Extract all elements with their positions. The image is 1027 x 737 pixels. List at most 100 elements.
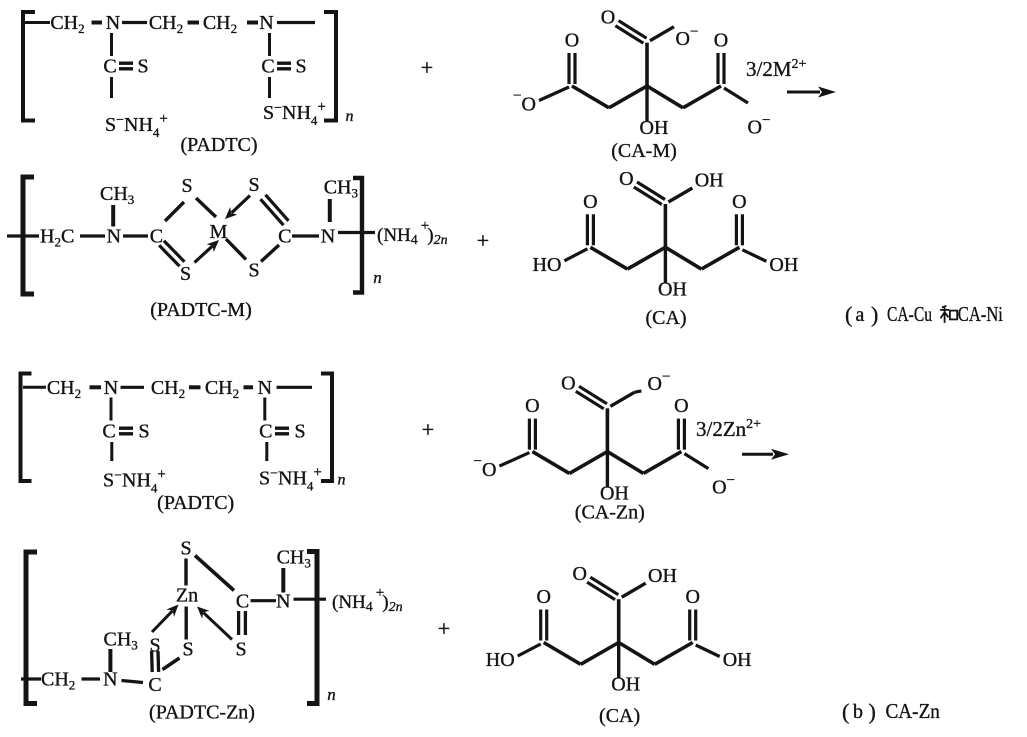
svg-text:O: O <box>619 168 633 190</box>
svg-text:CA-Ni: CA-Ni <box>958 302 1003 326</box>
svg-text:S: S <box>294 421 305 443</box>
svg-text:H2​C: H2​C <box>40 226 74 250</box>
svg-text:S: S <box>248 174 259 196</box>
svg-text:S−​NH4​+: S−​NH4​+ <box>263 99 326 128</box>
svg-text:CH2: CH2 <box>50 12 84 36</box>
svg-text:(PADTC): (PADTC) <box>157 492 234 514</box>
svg-text:OH: OH <box>611 674 640 696</box>
svg-text:C: C <box>259 421 272 443</box>
svg-text:n: n <box>338 472 346 489</box>
svg-text:+: + <box>421 55 433 80</box>
svg-text:N: N <box>106 12 120 34</box>
svg-text:CH3: CH3 <box>324 177 358 201</box>
svg-text:O−: O− <box>712 473 735 499</box>
svg-text:CA-Zn: CA-Zn <box>886 699 941 723</box>
svg-text:OH: OH <box>723 649 752 671</box>
svg-text:n: n <box>346 108 354 125</box>
svg-text:C: C <box>103 56 116 78</box>
svg-text:(NH4+)2n: (NH4+)2n <box>377 218 448 248</box>
svg-text:S: S <box>248 260 259 282</box>
svg-text:(PADTC-Zn): (PADTC-Zn) <box>149 702 255 724</box>
svg-text:O: O <box>732 191 746 213</box>
svg-text:S: S <box>149 635 160 657</box>
svg-text:O−: O− <box>676 24 699 50</box>
svg-text:N: N <box>103 669 117 691</box>
svg-text:CH2: CH2 <box>203 12 237 36</box>
svg-text:CH2: CH2 <box>47 377 81 401</box>
svg-text:CA-Cu: CA-Cu <box>887 302 932 326</box>
svg-text:CH2: CH2 <box>205 377 239 401</box>
svg-text:OH: OH <box>769 254 798 276</box>
svg-text:O: O <box>583 191 597 213</box>
svg-text:O−: O− <box>748 113 771 139</box>
svg-text:N: N <box>259 12 273 34</box>
svg-text:Zn: Zn <box>176 585 198 607</box>
svg-text:O: O <box>536 586 550 608</box>
svg-text:S−​NH4​+: S−​NH4​+ <box>259 465 322 494</box>
svg-text:(NH4+)2n: (NH4+)2n <box>332 585 403 615</box>
svg-text:O: O <box>525 395 539 417</box>
svg-text:S: S <box>180 263 191 285</box>
svg-text:N: N <box>276 591 290 613</box>
svg-text:O: O <box>561 372 575 394</box>
svg-text:+: + <box>422 417 434 442</box>
svg-text:HO: HO <box>486 649 515 671</box>
svg-text:CH3: CH3 <box>104 629 138 653</box>
svg-text:CH2: CH2 <box>151 377 185 401</box>
svg-text:HO: HO <box>533 254 562 276</box>
svg-text:b: b <box>853 701 863 723</box>
svg-text:(PADTC-M): (PADTC-M) <box>150 299 252 321</box>
svg-text:M: M <box>210 221 228 243</box>
svg-text:S−​NH4​+: S−​NH4​+ <box>105 111 168 140</box>
svg-text:+: + <box>438 616 450 641</box>
svg-text:−​O: −​O <box>513 88 536 116</box>
svg-text:C: C <box>261 56 274 78</box>
svg-text:3/2Zn2+: 3/2Zn2+ <box>696 417 761 441</box>
svg-text:S: S <box>295 56 306 78</box>
svg-text:): ) <box>871 302 878 327</box>
svg-text:(: ( <box>842 699 849 724</box>
svg-text:OH: OH <box>648 565 677 587</box>
svg-text:(CA): (CA) <box>645 307 686 329</box>
svg-text:CH2: CH2 <box>149 12 183 36</box>
svg-text:N: N <box>104 377 118 399</box>
svg-text:N: N <box>258 377 272 399</box>
svg-text:O: O <box>565 30 579 52</box>
svg-text:O−: O− <box>648 369 671 395</box>
svg-text:n: n <box>327 685 336 704</box>
svg-text:OH: OH <box>640 117 669 139</box>
svg-text:(PADTC): (PADTC) <box>180 134 257 156</box>
svg-text:S: S <box>180 538 191 560</box>
svg-text:O: O <box>674 395 688 417</box>
svg-text:CH3: CH3 <box>277 547 311 571</box>
svg-text:CH3: CH3 <box>100 183 134 207</box>
svg-text:CH2: CH2 <box>41 669 75 693</box>
svg-text:(: ( <box>845 302 852 327</box>
svg-text:): ) <box>869 699 876 724</box>
svg-text:O: O <box>572 563 586 585</box>
svg-text:C: C <box>150 226 163 248</box>
svg-text:+: + <box>477 228 489 253</box>
svg-text:a: a <box>856 304 865 326</box>
svg-text:O: O <box>714 30 728 52</box>
svg-text:C: C <box>102 421 115 443</box>
svg-text:S: S <box>137 56 148 78</box>
svg-text:3/2M2+: 3/2M2+ <box>746 57 807 81</box>
svg-text:S: S <box>235 639 246 661</box>
svg-text:(CA): (CA) <box>599 705 640 727</box>
svg-text:(CA-M): (CA-M) <box>611 140 677 162</box>
svg-text:S: S <box>138 421 149 443</box>
svg-text:O: O <box>685 586 699 608</box>
svg-text:−​O: −​O <box>473 454 496 482</box>
svg-text:N: N <box>321 226 335 248</box>
svg-text:n: n <box>373 268 382 287</box>
svg-text:C: C <box>236 591 249 613</box>
svg-text:S: S <box>182 639 193 661</box>
svg-text:C: C <box>148 674 161 696</box>
svg-text:N: N <box>107 226 121 248</box>
svg-text:(CA-Zn): (CA-Zn) <box>575 502 645 524</box>
svg-text:S: S <box>181 175 192 197</box>
svg-text:C: C <box>278 226 291 248</box>
svg-text:OH: OH <box>695 170 724 192</box>
svg-text:OH: OH <box>600 483 629 505</box>
